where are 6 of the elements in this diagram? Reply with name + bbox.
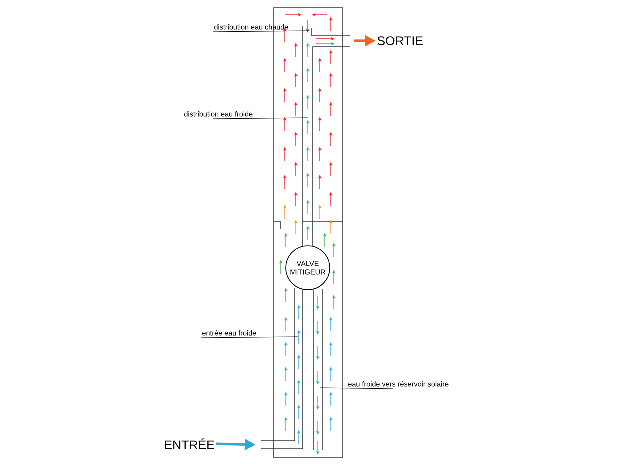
leader-line — [200, 336, 298, 338]
leader-line — [320, 388, 394, 390]
leader-line — [212, 30, 310, 32]
flow-label: ENTRÉE — [165, 438, 214, 450]
leader-line — [212, 118, 308, 120]
flow-label: SORTIE — [378, 36, 423, 46]
